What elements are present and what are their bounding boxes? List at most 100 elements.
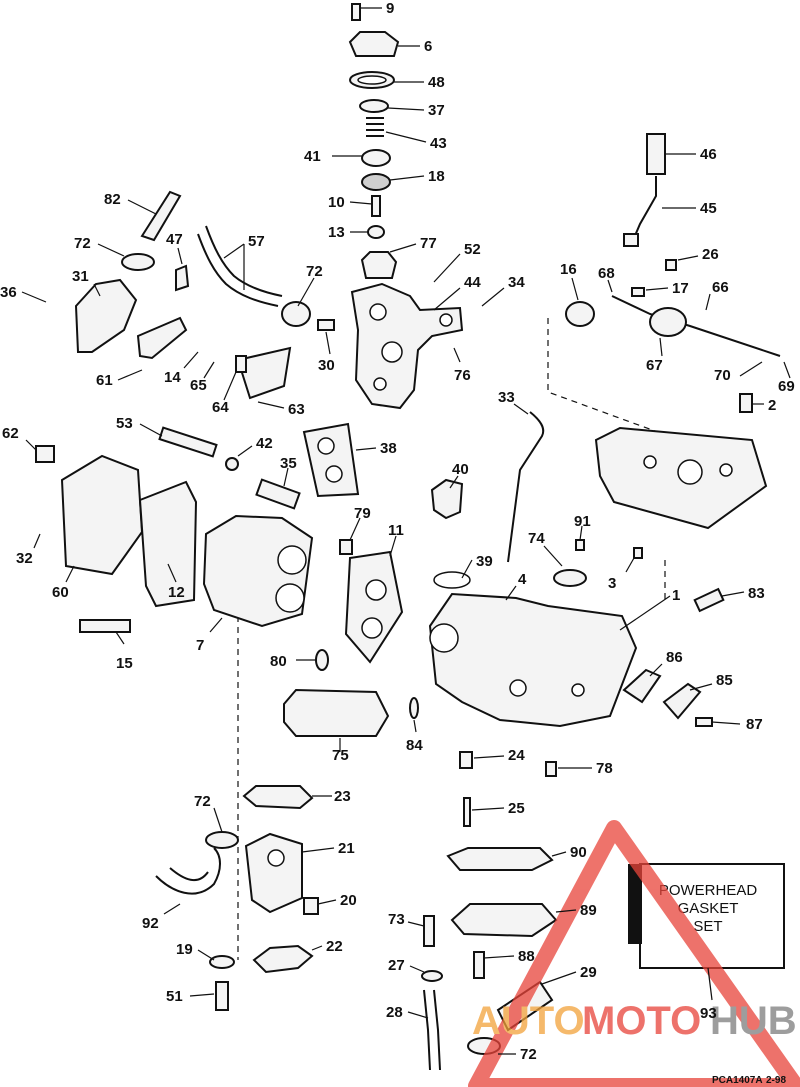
callout-77: 77 — [420, 235, 437, 252]
callout-53: 53 — [116, 415, 133, 432]
callout-18: 18 — [428, 168, 445, 185]
callout-33: 33 — [498, 389, 515, 406]
callout-72b: 72 — [306, 263, 323, 280]
callout-48: 48 — [428, 74, 445, 91]
callout-68: 68 — [598, 265, 615, 282]
callout-19: 19 — [176, 941, 193, 958]
callout-45: 45 — [700, 200, 717, 217]
callout-43: 43 — [430, 135, 447, 152]
dipstick — [507, 411, 545, 563]
callout-14: 14 — [164, 369, 181, 386]
callout-79: 79 — [354, 505, 371, 522]
callout-69: 69 — [778, 378, 795, 395]
callout-70: 70 — [714, 367, 731, 384]
callout-47: 47 — [166, 231, 183, 248]
callout-22: 22 — [326, 938, 343, 955]
callout-66: 66 — [712, 279, 729, 296]
callout-61: 61 — [96, 372, 113, 389]
callout-30: 30 — [318, 357, 335, 374]
exhaust-housing — [350, 282, 464, 410]
callout-39: 39 — [476, 553, 493, 570]
callout-24: 24 — [508, 747, 525, 764]
callout-7: 7 — [196, 637, 204, 654]
figure-date: 2-98 — [766, 1075, 786, 1086]
callout-72c: 72 — [194, 793, 211, 810]
left-top-parts — [74, 190, 335, 400]
callout-12: 12 — [168, 584, 185, 601]
watermark-part1: AUTO — [472, 999, 585, 1043]
figure-code: PCA1407A — [712, 1075, 763, 1086]
watermark: AUTO MOTO HUB — [468, 820, 800, 1087]
callout-23: 23 — [334, 788, 351, 805]
callout-20: 20 — [340, 892, 357, 909]
callout-4: 4 — [518, 571, 527, 588]
callout-88: 88 — [518, 948, 535, 965]
callout-9: 9 — [386, 0, 394, 17]
callout-92: 92 — [142, 915, 159, 932]
callout-6: 6 — [424, 38, 432, 55]
watermark-triangle-icon — [468, 820, 800, 1087]
callout-89: 89 — [580, 902, 597, 919]
callout-16: 16 — [560, 261, 577, 278]
callout-51: 51 — [166, 988, 183, 1005]
callout-10: 10 — [328, 194, 345, 211]
callout-15: 15 — [116, 655, 133, 672]
callout-2: 2 — [768, 397, 776, 414]
crankcase — [428, 478, 725, 728]
callout-57: 57 — [248, 233, 265, 250]
callout-21: 21 — [338, 840, 355, 857]
gasket-set-line3: SET — [693, 918, 722, 935]
callout-90: 90 — [570, 844, 587, 861]
callout-63: 63 — [288, 401, 305, 418]
callout-34: 34 — [508, 274, 525, 291]
callout-91: 91 — [574, 513, 591, 530]
watermark-part2: MOTO — [582, 999, 701, 1043]
callout-17: 17 — [672, 280, 689, 297]
callout-86: 86 — [666, 649, 683, 666]
callout-13: 13 — [328, 224, 345, 241]
callout-72d: 72 — [520, 1046, 537, 1063]
callout-28: 28 — [386, 1004, 403, 1021]
callout-83: 83 — [748, 585, 765, 602]
callout-65: 65 — [190, 377, 207, 394]
callout-27: 27 — [388, 957, 405, 974]
callout-62: 62 — [2, 425, 19, 442]
callout-52: 52 — [464, 241, 481, 258]
callout-29: 29 — [580, 964, 597, 981]
callout-87: 87 — [746, 716, 763, 733]
callout-44: 44 — [464, 274, 481, 291]
callout-31: 31 — [72, 268, 89, 285]
cylinder-parts — [35, 422, 419, 737]
callout-40: 40 — [452, 461, 469, 478]
callout-37: 37 — [428, 102, 445, 119]
callout-36: 36 — [0, 284, 17, 301]
callout-42: 42 — [256, 435, 273, 452]
callout-46: 46 — [700, 146, 717, 163]
callout-76: 76 — [454, 367, 471, 384]
callout-93: 93 — [700, 1005, 717, 1022]
callout-11: 11 — [388, 522, 404, 539]
callout-64: 64 — [212, 399, 229, 416]
callout-32: 32 — [16, 550, 33, 567]
callout-75: 75 — [332, 747, 349, 764]
fuel-filter — [623, 133, 666, 247]
callout-80: 80 — [270, 653, 287, 670]
callout-25: 25 — [508, 800, 525, 817]
callout-60: 60 — [52, 584, 69, 601]
callout-35: 35 — [280, 455, 297, 472]
callout-41: 41 — [304, 148, 321, 165]
thermostat-stack — [348, 3, 400, 279]
callout-67: 67 — [646, 357, 663, 374]
callout-74: 74 — [528, 530, 545, 547]
callout-85: 85 — [716, 672, 733, 689]
callout-78: 78 — [596, 760, 613, 777]
callout-38: 38 — [380, 440, 397, 457]
callout-73: 73 — [388, 911, 405, 928]
callout-84: 84 — [406, 737, 423, 754]
gasket-set-line2: GASKET — [678, 900, 739, 917]
callout-26: 26 — [702, 246, 719, 263]
callout-82: 82 — [104, 191, 121, 208]
callout-1: 1 — [672, 587, 680, 604]
watermark-part3: HUB — [710, 999, 797, 1043]
